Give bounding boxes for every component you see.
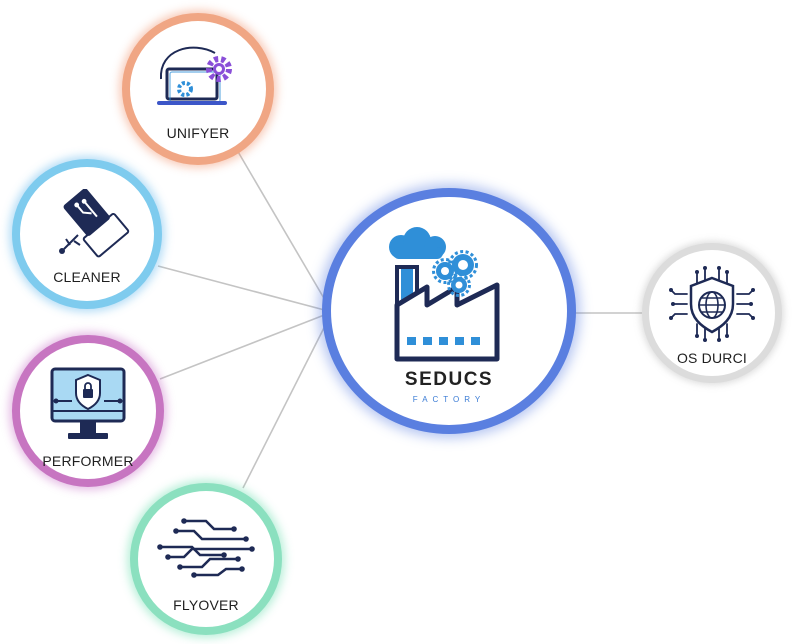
connector-cleaner bbox=[157, 265, 333, 313]
unifyer-node[interactable]: UNIFYER bbox=[122, 13, 274, 165]
performer-label: PERFORMER bbox=[42, 453, 134, 469]
connector-unifyer bbox=[236, 149, 333, 313]
cleaner-node[interactable]: CLEANER bbox=[12, 159, 162, 309]
circuit-lines-icon bbox=[157, 518, 255, 578]
cloud-icon bbox=[389, 227, 446, 259]
flyover-label: FLYOVER bbox=[173, 597, 239, 613]
performer-node[interactable]: PERFORMER bbox=[12, 335, 164, 487]
usb-drive-icon bbox=[59, 189, 130, 258]
factory-logo-icon bbox=[389, 227, 500, 362]
unifyer-label: UNIFYER bbox=[166, 125, 230, 141]
os-durci-label: OS DURCI bbox=[676, 350, 748, 366]
chip-globe-shield-icon bbox=[669, 266, 755, 342]
seducs-factory-node[interactable]: SEDUCS FACTORY bbox=[322, 188, 576, 434]
seducs-title: SEDUCS bbox=[404, 369, 494, 390]
monitor-lock-icon bbox=[50, 367, 126, 439]
laptop-gear-icon bbox=[157, 46, 232, 105]
flyover-node[interactable]: FLYOVER bbox=[130, 483, 282, 635]
connector-performer bbox=[159, 311, 333, 380]
os-durci-node[interactable]: OS DURCI bbox=[642, 243, 782, 383]
factory-subtitle: FACTORY bbox=[412, 395, 486, 404]
cleaner-label: CLEANER bbox=[53, 269, 121, 285]
connector-flyover bbox=[242, 311, 333, 489]
